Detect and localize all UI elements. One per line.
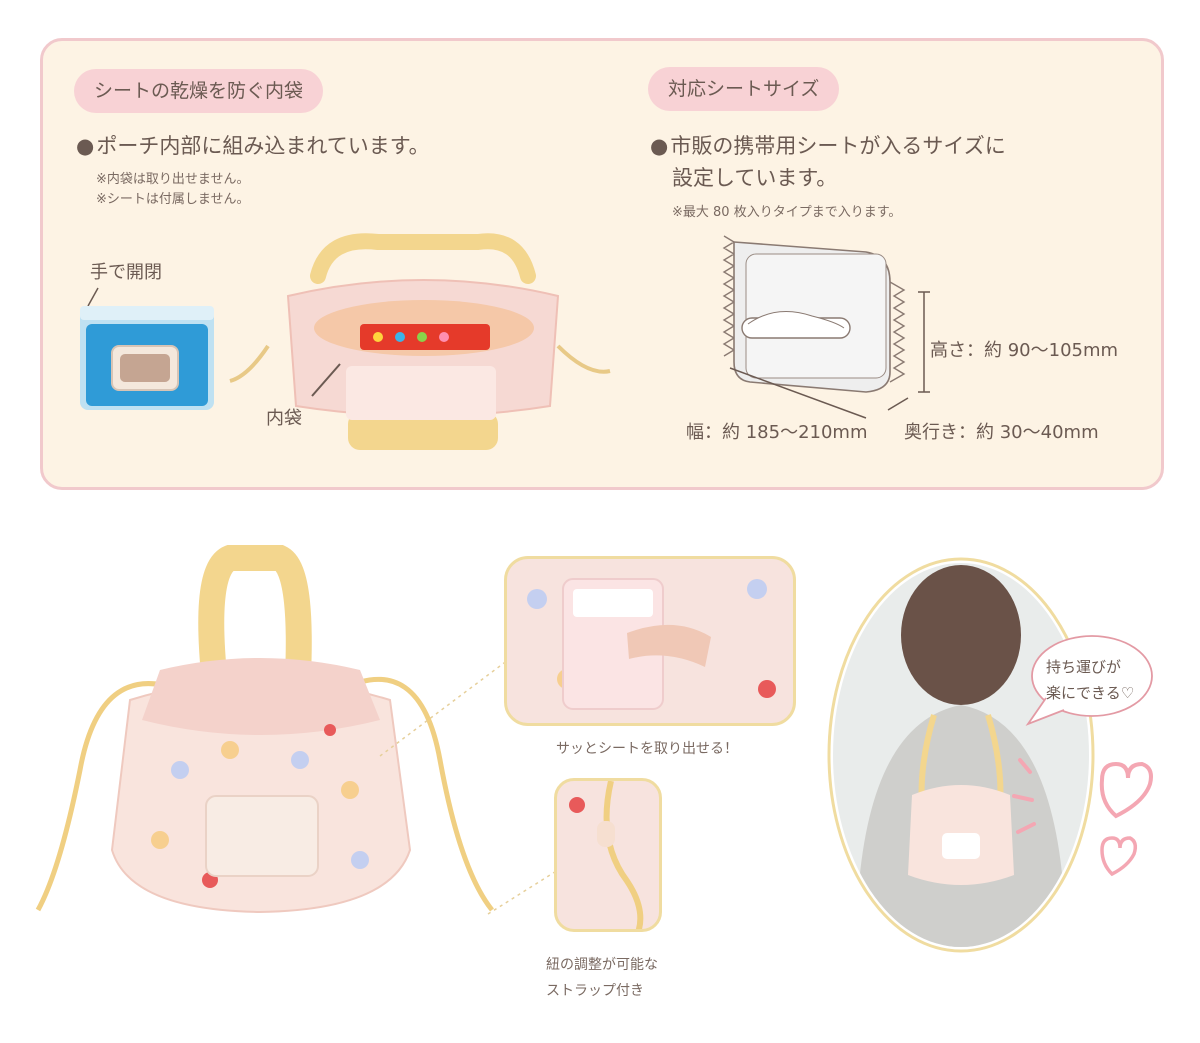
speech-line-2: 楽にできる♡ [1046, 684, 1135, 702]
callout-connectors [379, 659, 559, 915]
pull-out-closeup [504, 556, 796, 726]
decorative-hearts [1012, 758, 1153, 877]
inner-bag-bullet: ポーチ内部に組み込まれています。 [76, 130, 429, 160]
strap-closeup [554, 778, 662, 932]
hand-open-close-label: 手で開閉 [90, 262, 162, 283]
height-label: 高さ：約 90〜105mm [930, 340, 1119, 361]
sheet-size-bullet-line1: 市販の携帯用シートが入るサイズに [650, 130, 1005, 160]
pull-out-caption: サッとシートを取り出せる！ [556, 741, 738, 757]
info-panel [40, 38, 1164, 490]
inner-bag-note-1: ※内袋は取り出せません。 [96, 172, 250, 187]
sheet-size-note: ※最大 80 枚入りタイプまで入ります。 [672, 205, 902, 220]
sheet-size-bullet-line2: 設定しています。 [672, 166, 838, 190]
wipe-package-diagram [722, 235, 930, 419]
strap-caption-line1: 紐の調整が可能な [546, 957, 658, 973]
sheet-size-heading: 対応シートサイズ [648, 67, 840, 111]
strap-caption-line2: ストラップ付き [546, 983, 644, 999]
width-label: 幅：約 185〜210mm [686, 422, 868, 443]
speech-line-1: 持ち運びが [1046, 658, 1122, 676]
inner-bag-photo [229, 233, 611, 450]
inner-bag-label: 内袋 [266, 408, 302, 429]
inner-bag-note-2: ※シートは付属しません。 [96, 192, 250, 207]
model-photo-oval [827, 557, 1095, 953]
depth-label: 奥行き：約 30〜40mm [904, 422, 1099, 443]
speech-bubble [1025, 635, 1153, 726]
drawstring-bag-photo [35, 545, 494, 914]
wipe-pouch-image [80, 287, 214, 410]
inner-bag-heading: シートの乾燥を防ぐ内袋 [74, 69, 324, 113]
